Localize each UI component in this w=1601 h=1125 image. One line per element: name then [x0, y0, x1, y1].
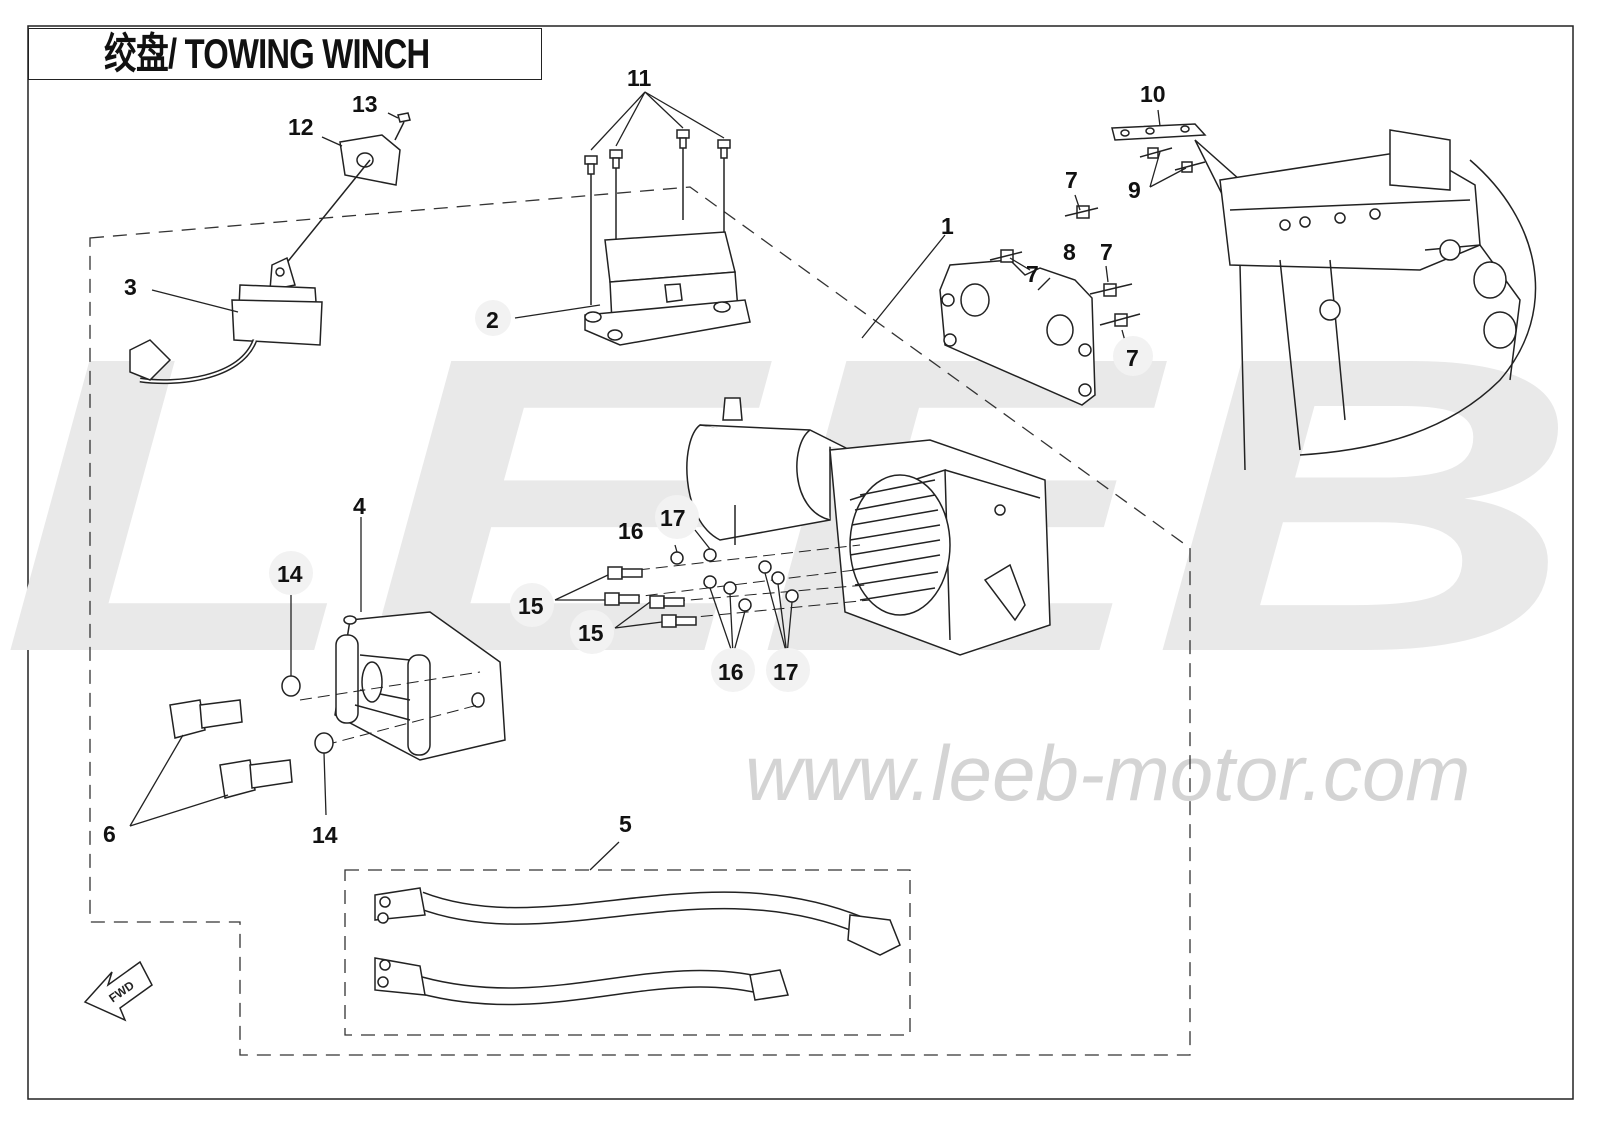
- cover-part-12: [339, 112, 411, 186]
- washer-14-b: [314, 732, 334, 754]
- washer-14-a: [281, 675, 301, 697]
- bolt-11-a: [584, 155, 598, 175]
- assembly-boundary: [89, 186, 1191, 1056]
- cables-part-5: [374, 887, 901, 1006]
- bolt-7-d: [1099, 313, 1141, 327]
- callout-17-a: 17: [660, 505, 686, 531]
- callout-6: 6: [103, 821, 116, 847]
- title-box: [28, 28, 542, 80]
- washer-17-c: [771, 571, 785, 585]
- outer-frame: [27, 25, 1574, 1100]
- page-title: 绞盘/ TOWING WINCH: [104, 30, 430, 77]
- callout-4: 4: [353, 493, 366, 519]
- bolt-11-b: [609, 149, 623, 169]
- fwd-arrow-icon: FWD: [83, 960, 153, 1022]
- nut-16-d: [738, 598, 752, 612]
- callout-7-a: 7: [1065, 167, 1078, 193]
- callout-15-a: 15: [518, 593, 544, 619]
- callout-13: 13: [352, 91, 378, 117]
- bolt-15-d: [661, 614, 697, 628]
- washer-17-b: [758, 560, 772, 574]
- callout-badges: [269, 300, 1153, 692]
- callout-7-c: 7: [1100, 239, 1113, 265]
- fasteners-15-16-17: [604, 544, 871, 628]
- callout-14-a: 14: [277, 561, 303, 587]
- bolt-11-c: [676, 129, 690, 149]
- cable-box: [344, 869, 911, 1036]
- nut-16-a: [670, 551, 684, 565]
- leader-lines: [129, 91, 1187, 871]
- bolt-15-b: [604, 592, 640, 606]
- fairlead-part-4: [299, 611, 506, 761]
- bolt-11-d: [717, 139, 731, 159]
- callout-2: 2: [486, 307, 499, 333]
- callout-numbers: 1 2 3 4 5 6 7 7 7 7 8 9 10 11 12 13 14 1…: [103, 65, 1166, 848]
- callout-12: 12: [288, 114, 314, 140]
- contactor-part-2: [584, 129, 751, 346]
- bolt-7-c: [1089, 283, 1133, 297]
- relay-part-3: [129, 159, 371, 385]
- bolts-part-6: [169, 675, 334, 799]
- callout-11: 11: [627, 65, 652, 91]
- bolt-7-a: [1064, 205, 1099, 219]
- bolt-7-b: [989, 249, 1023, 263]
- callout-10: 10: [1140, 81, 1166, 107]
- winch-part-1: [686, 397, 1051, 656]
- washer-17-d: [785, 589, 799, 603]
- callout-16-b: 16: [718, 659, 744, 685]
- bolt-9-b: [1174, 161, 1206, 173]
- mount-plate-part-8: [939, 205, 1141, 406]
- nut-16-b: [703, 575, 717, 589]
- callout-7-d: 7: [1126, 345, 1139, 371]
- callout-8: 8: [1063, 239, 1076, 265]
- callout-1: 1: [941, 213, 954, 239]
- callout-5: 5: [619, 811, 632, 837]
- callout-14-b: 14: [312, 822, 338, 848]
- callout-16-a: 16: [618, 518, 644, 544]
- bolt-15-c: [649, 595, 685, 609]
- callout-17-b: 17: [773, 659, 799, 685]
- nut-16-c: [723, 581, 737, 595]
- washer-17-a: [703, 548, 717, 562]
- bolt-15-a: [607, 566, 643, 580]
- callout-15-b: 15: [578, 620, 604, 646]
- callout-7-b: 7: [1026, 261, 1039, 287]
- callout-9: 9: [1128, 177, 1141, 203]
- website-url: www.leeb-motor.com: [745, 729, 1470, 817]
- frame-and-bracket: [1111, 123, 1537, 471]
- bolt-9-a: [1139, 147, 1173, 159]
- callout-3: 3: [124, 274, 137, 300]
